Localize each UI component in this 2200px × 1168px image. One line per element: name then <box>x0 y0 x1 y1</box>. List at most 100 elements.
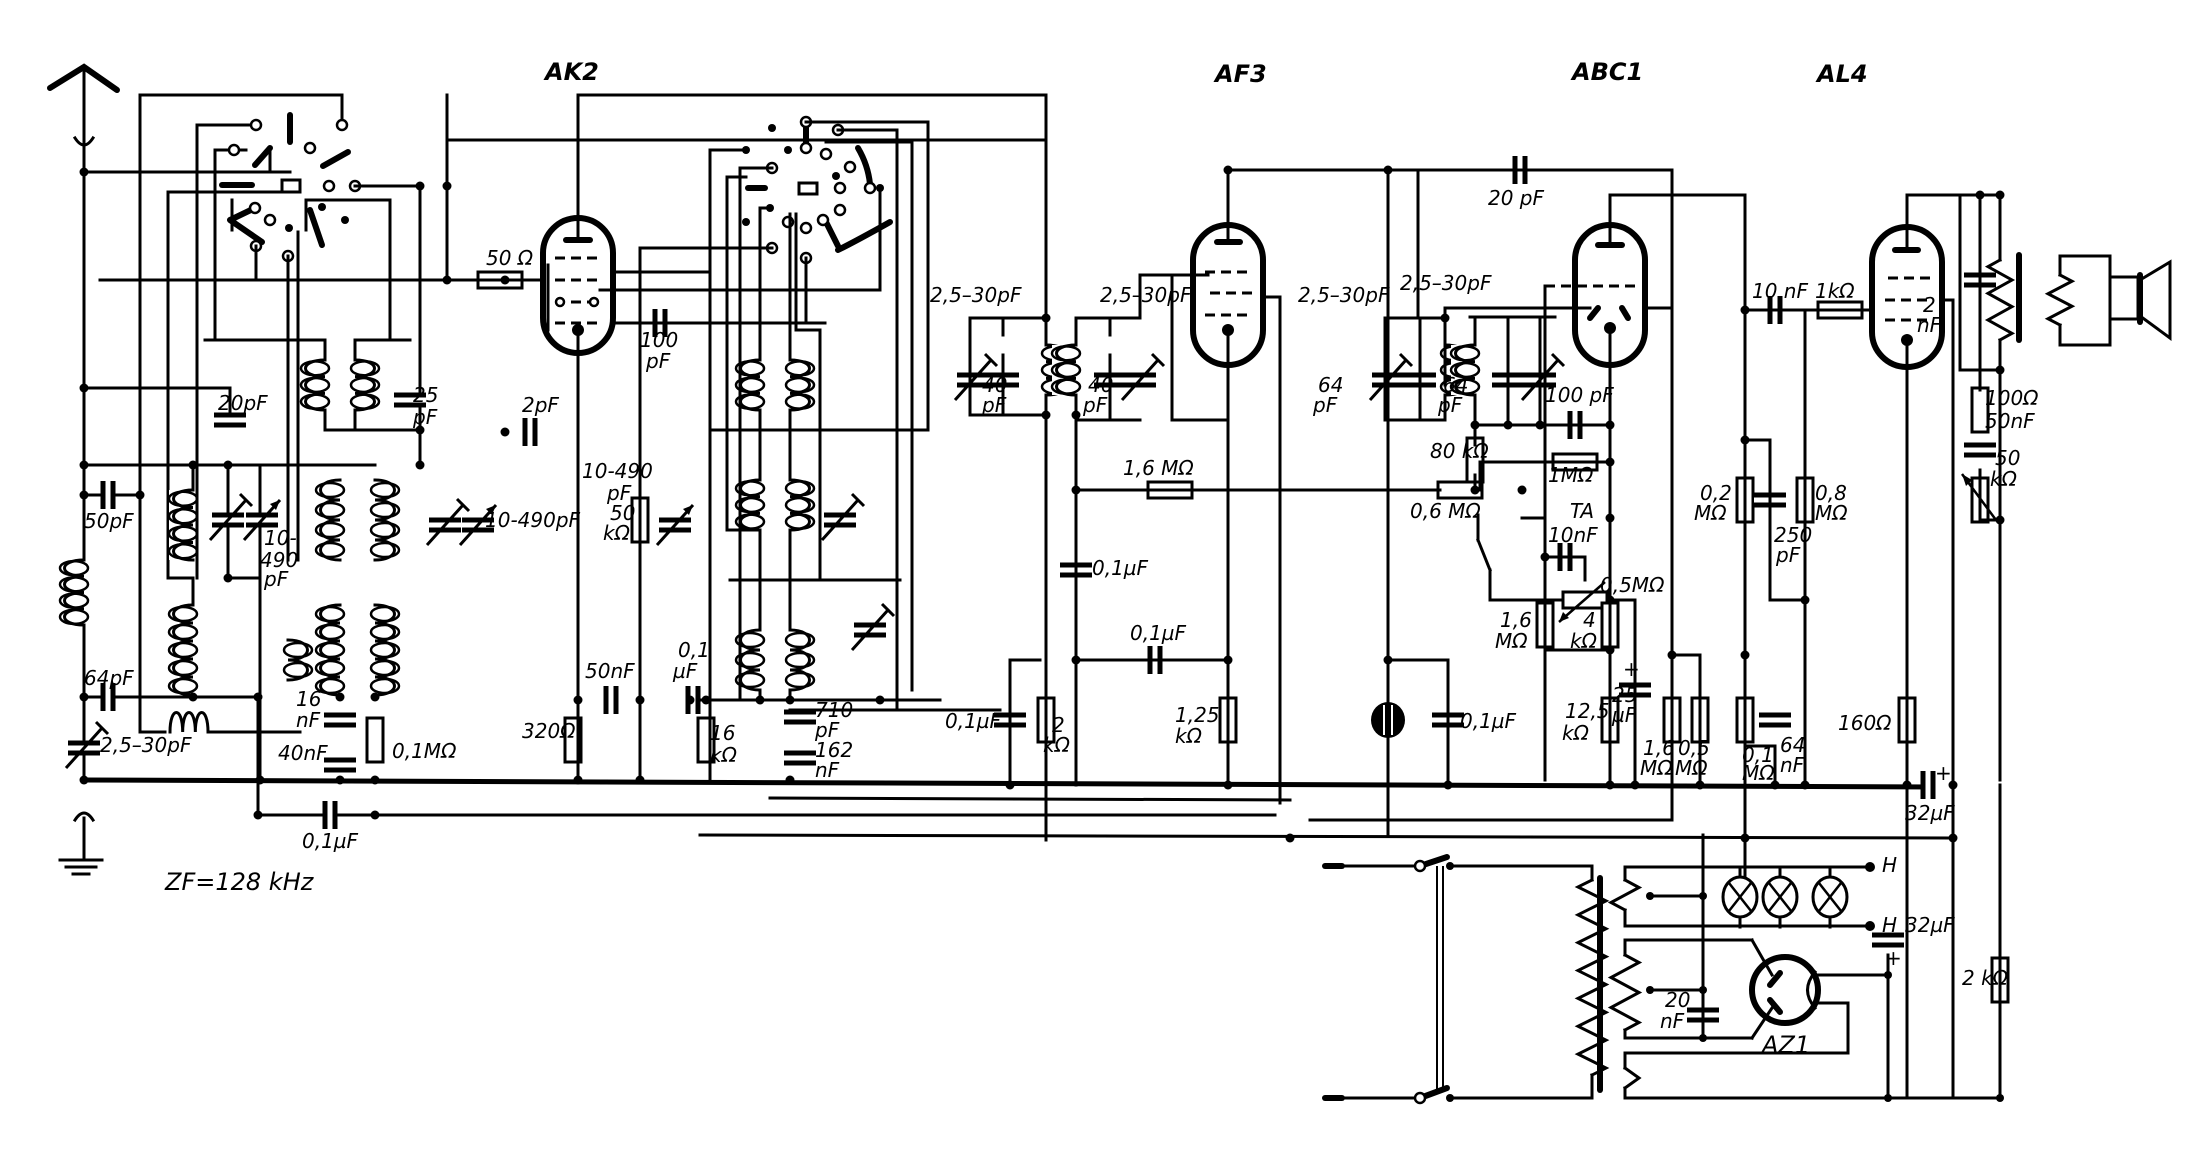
junction-dot <box>1005 780 1015 790</box>
inductor-antenna-series <box>58 558 90 627</box>
label-1-25k-b: kΩ <box>1175 724 1203 748</box>
lamp-icon <box>1721 865 1759 929</box>
label-2k-psu: 2 kΩ <box>1962 966 2009 990</box>
junction-dots <box>79 165 2005 843</box>
junction-dot <box>500 275 510 285</box>
trimmer-if1-secondary <box>1120 352 1166 402</box>
junction-dot <box>1223 780 1233 790</box>
mains-switch[interactable] <box>1322 854 1594 1105</box>
label-if2-trimmer: 2,5–30pF <box>1298 283 1390 307</box>
tube-al4 <box>1869 193 2002 1100</box>
junction-dot <box>1535 420 1545 430</box>
variable-capacitor-osc <box>458 503 498 547</box>
label-0-1-uf-eye: 0,1µF <box>1460 709 1517 733</box>
junction-dot <box>1071 655 1081 665</box>
junction-dot <box>415 181 425 191</box>
label-50k-tone-b: kΩ <box>1990 467 2018 491</box>
label-162nf-a: 162 <box>815 738 853 762</box>
tuning-indicator-icon <box>1371 168 1450 837</box>
rail-3 <box>768 796 1292 802</box>
heater-terminal-h1 <box>1865 862 1875 872</box>
label-16k-a: 16 <box>710 721 735 745</box>
label-1-25k-a: 1,25 <box>1175 703 1220 727</box>
junction-dot <box>1948 780 1958 790</box>
label-heater-h1: H <box>1882 853 1897 877</box>
junction-dot <box>79 775 89 785</box>
label-0-1-uf-agc: 0,1µF <box>1092 556 1149 580</box>
junction-dot <box>335 775 345 785</box>
resistor-0-1-mohm <box>365 716 385 764</box>
power-transformer-primary <box>1574 877 1610 1078</box>
junction-dot <box>415 460 425 470</box>
label-10-490-osc2-a: 10-490 <box>582 459 653 483</box>
signal-wiring <box>968 168 2002 842</box>
label-0-5-mohm2-a: 0,5 <box>1678 736 1710 760</box>
junction-dot <box>253 810 263 820</box>
label-trimmer-input: 2,5–30pF <box>100 733 192 757</box>
label-1k: 1kΩ <box>1815 279 1855 303</box>
label-plus-32uf-2: + <box>1885 946 1902 970</box>
label-0-1-mohm2-b: MΩ <box>1742 761 1775 785</box>
label-20nf-a: 20 <box>1665 988 1690 1012</box>
label-100pf-b: pF <box>645 349 671 373</box>
inductor-osc-1a <box>314 478 346 562</box>
capacitor-64pf <box>100 681 116 713</box>
junction-dot <box>442 181 452 191</box>
junction-dot <box>188 692 198 702</box>
capacitor-64nf <box>1759 712 1791 728</box>
label-250pf-a: 250 <box>1774 523 1812 547</box>
inductor-osc-coupling-b <box>349 358 381 412</box>
junction-dot <box>1443 780 1453 790</box>
junction-dot <box>1740 305 1750 315</box>
tube-label-al4: AL4 <box>1815 60 1868 88</box>
junction-dot <box>1800 595 1810 605</box>
label-4k-a: 4 <box>1583 608 1596 632</box>
junction-dot <box>500 427 510 437</box>
label-if2b-trimmer: 2,5–30pF <box>1400 271 1492 295</box>
tube-label-ak2: AK2 <box>543 58 599 86</box>
label-25uf-b: µF <box>1611 703 1637 727</box>
tube-af3 <box>1170 168 1674 805</box>
junction-dot <box>1605 645 1615 655</box>
label-10-490-b: 490 <box>260 548 298 572</box>
label-if1b-40pf-b: pF <box>1082 393 1108 417</box>
junction-dot <box>1605 420 1615 430</box>
label-1-6-mohm2-b: MΩ <box>1640 756 1673 780</box>
junction-dot <box>1740 435 1750 445</box>
variable-capacitor-rf <box>242 498 282 542</box>
junction-dot <box>1383 165 1393 175</box>
variable-capacitor-osc2 <box>655 503 695 547</box>
output-transformer-primary <box>1984 257 2016 343</box>
label-0-5-mohm2-b: MΩ <box>1675 756 1708 780</box>
capacitor-50nf <box>603 684 619 716</box>
wavechange-switch-middle[interactable] <box>598 93 1048 782</box>
wavechange-switch-left[interactable] <box>82 112 502 562</box>
junction-dot <box>1440 313 1450 323</box>
label-ta-pickup: TA <box>1570 499 1594 523</box>
junction-dot <box>223 573 233 583</box>
label-if2b-64pf-a: 64 <box>1443 373 1468 397</box>
label-if2-64pf-a: 64 <box>1318 373 1343 397</box>
label-0-1-uf-if: 0,1µF <box>945 709 1002 733</box>
label-50k-b: kΩ <box>603 521 631 545</box>
label-10-490-a: 10- <box>264 526 297 550</box>
trimmer-if1-primary <box>953 352 999 402</box>
capacitor-40nf <box>324 757 356 773</box>
junction-dot <box>1995 190 2005 200</box>
lamp-icon <box>1811 865 1849 929</box>
tube-label-abc1: ABC1 <box>1570 58 1643 86</box>
label-50k-tone-a: 50 <box>1995 446 2020 470</box>
label-64nf-a: 64 <box>1780 733 1805 757</box>
junction-dot <box>1695 780 1705 790</box>
junction-dot <box>1975 190 1985 200</box>
label-0-1-uf-grid-b: µF <box>672 659 698 683</box>
oscillator-coil-1 <box>203 184 422 467</box>
capacitor-50nf-tone <box>1964 442 1996 458</box>
rectifier-heater-winding <box>1622 1065 1642 1091</box>
label-2nf-b: nF <box>1917 313 1942 337</box>
junction-dot <box>1995 515 2005 525</box>
capacitor-25pf <box>394 392 426 408</box>
tube-ak2 <box>98 93 1048 782</box>
junction-dot <box>1948 833 1958 843</box>
label-if1-40pf-b: pF <box>981 393 1007 417</box>
